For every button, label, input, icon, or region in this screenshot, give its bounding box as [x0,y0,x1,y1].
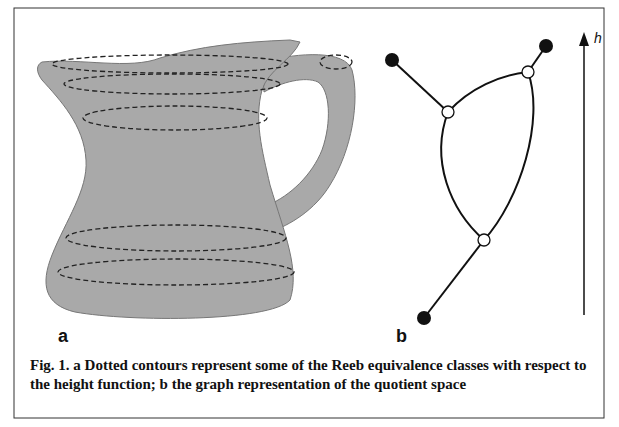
figure-frame [14,8,604,418]
panel-letter: a [58,326,68,347]
axis-label: h [594,30,602,46]
reeb-contours [52,55,352,285]
height-axis [579,32,589,315]
pitcher-body [38,40,301,318]
reeb-graph [385,39,553,325]
pitcher-illustration [38,40,356,318]
panel-letter: b [396,326,407,347]
figure-caption: Fig. 1. a Dotted contours represent some… [30,356,590,394]
